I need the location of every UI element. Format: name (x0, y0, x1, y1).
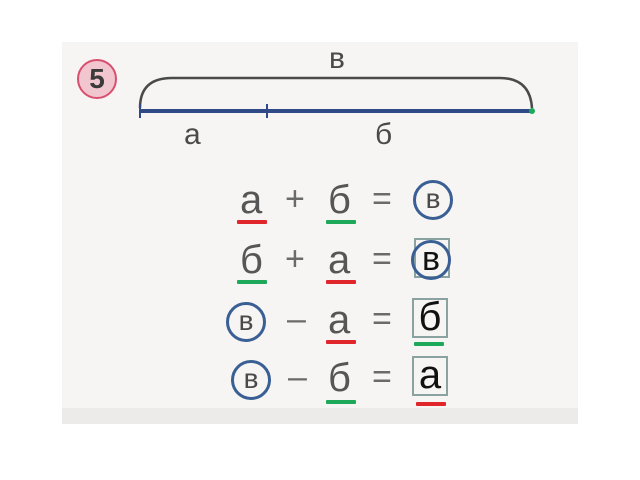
equals-sign: = (372, 180, 392, 218)
whole-segment-label: в (329, 42, 345, 75)
circled-term: в (226, 302, 266, 342)
green-underline (326, 400, 356, 404)
circled-result: в (411, 240, 451, 280)
result-letter: а (418, 353, 442, 397)
task-number-badge: 5 (77, 59, 117, 99)
term-a: а (328, 238, 351, 282)
page-bottom-strip (62, 408, 578, 424)
equation-row: б + а = в (0, 236, 640, 296)
red-underline (326, 340, 356, 344)
equation-row: в – б = а (0, 354, 640, 414)
term-b: б (240, 238, 263, 282)
left-segment-label: а (184, 118, 201, 151)
plus-sign: + (285, 240, 305, 278)
green-underline (326, 220, 356, 224)
equation-row: в – а = б (0, 296, 640, 356)
circled-term: в (231, 360, 271, 400)
red-underline (237, 220, 267, 224)
equals-sign: = (372, 300, 392, 338)
result-letter: в (425, 182, 441, 214)
term-a: а (328, 298, 351, 342)
minus-sign: – (287, 300, 306, 338)
term-b: б (328, 178, 351, 222)
term-v: в (243, 362, 259, 394)
answer-box: а (412, 353, 448, 397)
term-a: а (240, 178, 263, 222)
result-letter: в (421, 239, 441, 278)
circled-result: в (413, 180, 453, 220)
equals-sign: = (372, 358, 392, 396)
red-underline (416, 402, 446, 406)
green-underline (237, 280, 267, 284)
right-segment-label: б (375, 118, 393, 151)
task-number: 5 (89, 63, 105, 94)
equation-row: а + б = в (0, 176, 640, 236)
equals-sign: = (372, 240, 392, 278)
answer-box: б (412, 295, 448, 339)
term-v: в (238, 304, 254, 336)
red-underline (326, 280, 356, 284)
green-underline (414, 342, 444, 346)
minus-sign: – (288, 358, 307, 396)
result-letter: б (418, 295, 442, 339)
term-b: б (328, 356, 351, 400)
plus-sign: + (285, 180, 305, 218)
